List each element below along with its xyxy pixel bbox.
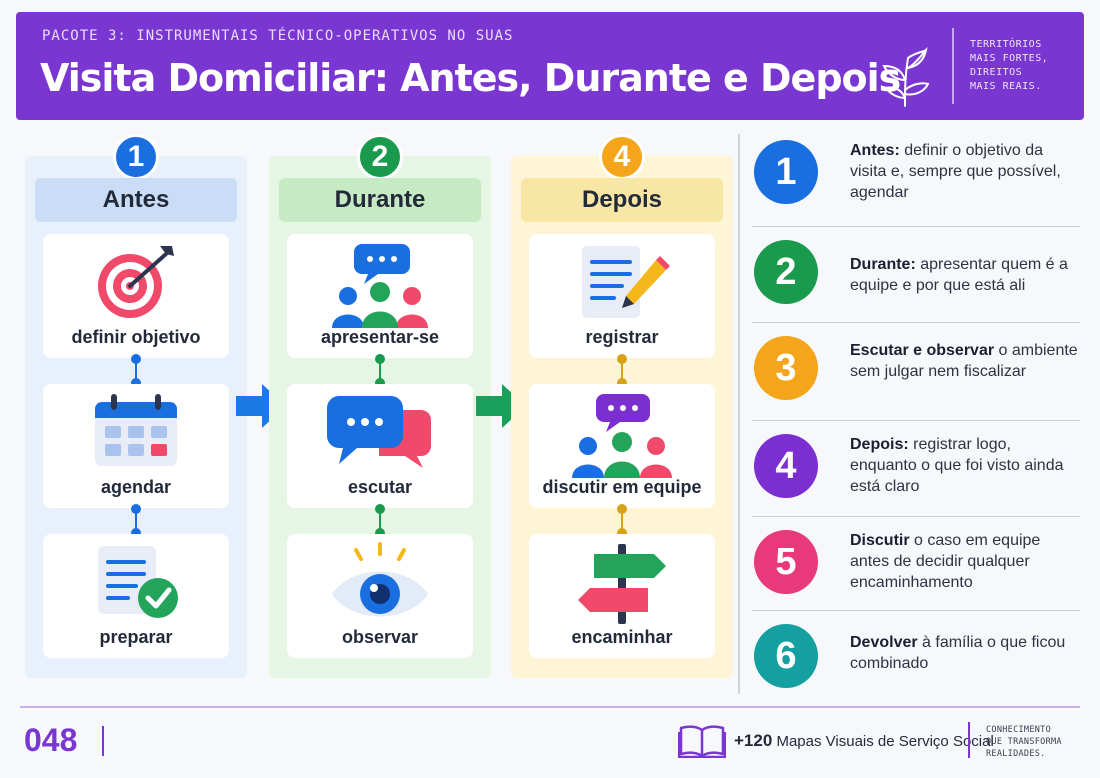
page-number-bar bbox=[102, 726, 104, 756]
column-antes: 1 Antes definir objetivo agendar bbox=[25, 134, 247, 678]
column-durante: 2 Durante apresentar-se escutar bbox=[269, 134, 491, 678]
footer-divider bbox=[968, 722, 970, 758]
card-label: registrar bbox=[585, 327, 659, 347]
card-label: escutar bbox=[347, 477, 413, 497]
card-apresentar-se: apresentar-se bbox=[287, 234, 473, 358]
eye-icon bbox=[332, 542, 428, 617]
separator bbox=[752, 610, 1080, 611]
footer-tagline: CONHECIMENTO QUE TRANSFORMA REALIDADES. bbox=[986, 725, 1062, 759]
header-divider bbox=[952, 28, 954, 104]
card-label: agendar bbox=[100, 477, 172, 497]
signpost-icon bbox=[578, 544, 666, 624]
separator bbox=[752, 322, 1080, 323]
column-title: Antes bbox=[35, 178, 237, 222]
card-label: encaminhar bbox=[571, 627, 673, 647]
card-label: apresentar-se bbox=[320, 327, 440, 347]
card-label: discutir em equipe bbox=[542, 477, 702, 497]
step-number: 3 bbox=[754, 336, 818, 400]
card-label: preparar bbox=[99, 627, 173, 647]
card-registrar: registrar bbox=[529, 234, 715, 358]
calendar-icon bbox=[95, 394, 177, 466]
step-item: 5 Discutir o caso em equipe antes de dec… bbox=[752, 516, 1082, 612]
card-definir-objetivo: definir objetivo bbox=[43, 234, 229, 358]
checklist-icon bbox=[98, 546, 178, 618]
column-title: Depois bbox=[521, 178, 723, 222]
connector bbox=[617, 354, 627, 388]
column-number: 2 bbox=[357, 134, 403, 180]
separator bbox=[752, 420, 1080, 421]
step-text: Antes: definir o objetivo da visita e, s… bbox=[850, 142, 1061, 201]
column-depois: 4 Depois registrar discutir em equipe bbox=[511, 134, 733, 678]
header-banner: PACOTE 3: INSTRUMENTAIS TÉCNICO-OPERATIV… bbox=[16, 12, 1084, 120]
card-label: definir objetivo bbox=[71, 327, 201, 347]
book-icon bbox=[678, 725, 726, 758]
step-item: 6 Devolver à família o que ficou combina… bbox=[752, 610, 1082, 706]
connector bbox=[617, 504, 627, 538]
header-kicker: PACOTE 3: INSTRUMENTAIS TÉCNICO-OPERATIV… bbox=[42, 28, 514, 44]
step-number: 5 bbox=[754, 530, 818, 594]
step-number: 4 bbox=[754, 434, 818, 498]
step-number: 6 bbox=[754, 624, 818, 688]
column-number: 4 bbox=[599, 134, 645, 180]
column-title: Durante bbox=[279, 178, 481, 222]
footer-rule bbox=[20, 706, 1080, 708]
list-divider bbox=[738, 134, 740, 694]
card-discutir-em-equipe: discutir em equipe bbox=[529, 384, 715, 508]
card-observar: observar bbox=[287, 534, 473, 658]
step-text: Durante: apresentar quem é a equipe e po… bbox=[850, 256, 1068, 294]
header-tagline: TERRITÓRIOS MAIS FORTES, DIREITOS MAIS R… bbox=[970, 39, 1049, 92]
card-preparar: preparar bbox=[43, 534, 229, 658]
connector bbox=[375, 354, 385, 388]
step-item: 2 Durante: apresentar quem é a equipe e … bbox=[752, 226, 1082, 322]
step-text: Escutar e observar o ambiente sem julgar… bbox=[850, 342, 1078, 380]
card-label: observar bbox=[341, 627, 419, 647]
plant-icon bbox=[882, 46, 930, 107]
footer-series: +120 Mapas Visuais de Serviço Social bbox=[734, 731, 994, 750]
step-text: Discutir o caso em equipe antes de decid… bbox=[850, 532, 1041, 591]
chat-bubbles-icon bbox=[327, 396, 431, 468]
card-encaminhar: encaminhar bbox=[529, 534, 715, 658]
step-text: Depois: registrar logo, enquanto o que f… bbox=[850, 436, 1064, 495]
step-item: 4 Depois: registrar logo, enquanto o que… bbox=[752, 420, 1082, 516]
page-title: Visita Domiciliar: Antes, Durante e Depo… bbox=[40, 56, 901, 100]
group-speech-icon bbox=[332, 244, 428, 328]
step-number: 1 bbox=[754, 140, 818, 204]
document-pencil-icon bbox=[582, 246, 670, 318]
step-number: 2 bbox=[754, 240, 818, 304]
step-text: Devolver à família o que ficou combinado bbox=[850, 634, 1066, 672]
separator bbox=[752, 516, 1080, 517]
connector bbox=[131, 504, 141, 538]
team-discussion-icon bbox=[572, 394, 672, 478]
card-escutar: escutar bbox=[287, 384, 473, 508]
card-agendar: agendar bbox=[43, 384, 229, 508]
step-item: 1 Antes: definir o objetivo da visita e,… bbox=[752, 126, 1082, 222]
target-icon bbox=[98, 246, 174, 318]
step-item: 3 Escutar e observar o ambiente sem julg… bbox=[752, 322, 1082, 418]
connector bbox=[131, 354, 141, 388]
page-number: 048 bbox=[24, 722, 78, 758]
connector bbox=[375, 504, 385, 538]
column-number: 1 bbox=[113, 134, 159, 180]
separator bbox=[752, 226, 1080, 227]
